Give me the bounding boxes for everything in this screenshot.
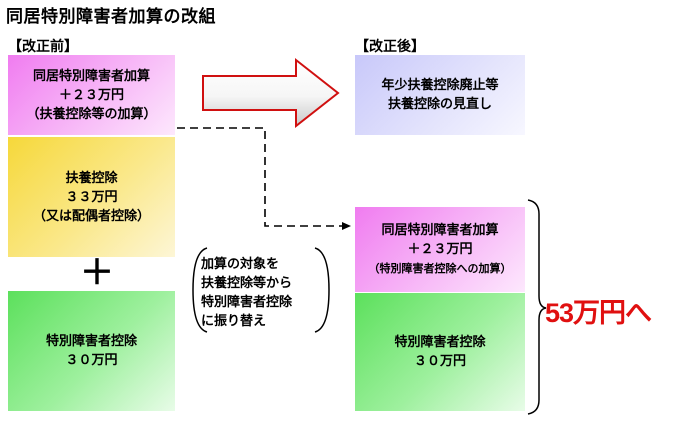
before-special-disability-amount: ３０万円	[65, 353, 118, 368]
plus-sign: ＋	[80, 253, 114, 293]
before-dependent-deduction-box: 扶養控除 ３３万円 （又は配偶者控除）	[8, 137, 175, 257]
note-line-3: 特別障害者控除	[201, 295, 293, 310]
dependent-deduction-note: （又は配偶者控除）	[32, 208, 150, 224]
after-review-line-1: 年少扶養控除廃止等	[381, 78, 499, 93]
note-line-4: に振り替え	[201, 314, 267, 329]
after-dependent-review-box: 年少扶養控除廃止等 扶養控除の見直し	[355, 55, 525, 135]
transition-arrow	[202, 57, 340, 129]
before-addition-note: （扶養控除等の加算）	[26, 106, 157, 122]
note-text: 加算の対象を 扶養控除等から 特別障害者控除 に振り替え	[201, 255, 329, 331]
note-left-paren	[192, 247, 208, 333]
after-addition-amount: ＋２３万円	[407, 242, 473, 257]
note-line-1: 加算の対象を	[201, 257, 280, 272]
after-spouse-addition-box: 同居特別障害者加算 ＋２３万円 （特別障害者控除への加算）	[355, 207, 525, 292]
page-title: 同居特別障害者加算の改組	[6, 7, 216, 27]
before-addition-name: 同居特別障害者加算	[32, 68, 150, 84]
after-label: 【改正後】	[355, 39, 425, 55]
note-line-2: 扶養控除等から	[201, 276, 293, 291]
after-special-disability-box: 特別障害者控除 ３０万円	[355, 293, 525, 411]
right-brace	[527, 199, 547, 415]
before-label: 【改正前】	[8, 39, 78, 55]
dependent-deduction-amount: ３３万円	[65, 189, 118, 205]
result-total: 53万円へ	[545, 298, 652, 328]
after-addition-note: （特別障害者控除への加算）	[368, 262, 512, 275]
before-addition-amount: ＋２３万円	[58, 87, 124, 103]
after-special-disability-amount: ３０万円	[413, 354, 466, 369]
dependent-deduction-name: 扶養控除	[65, 170, 118, 186]
before-spouse-addition-box: 同居特別障害者加算 ＋２３万円 （扶養控除等の加算）	[8, 55, 175, 135]
after-review-line-2: 扶養控除の見直し	[387, 97, 492, 112]
before-special-disability-box: 特別障害者控除 ３０万円	[8, 291, 175, 411]
after-addition-name: 同居特別障害者加算	[381, 223, 499, 238]
note-right-paren	[314, 247, 330, 333]
after-special-disability-name: 特別障害者控除	[394, 335, 486, 350]
before-special-disability-name: 特別障害者控除	[45, 334, 137, 349]
dashed-connector	[177, 127, 351, 230]
